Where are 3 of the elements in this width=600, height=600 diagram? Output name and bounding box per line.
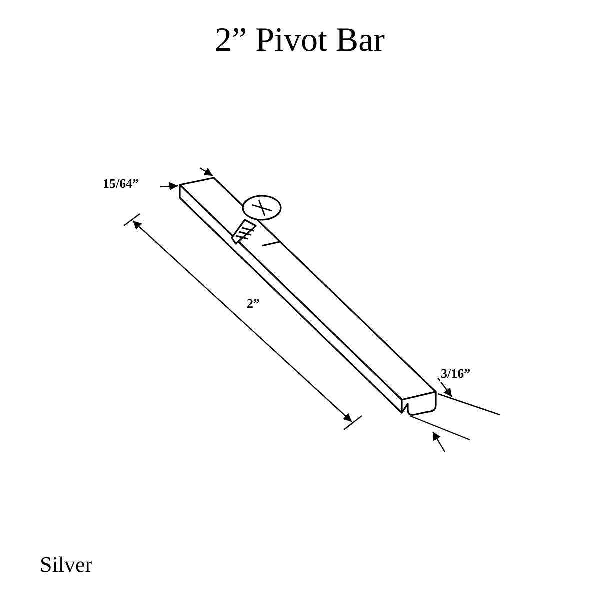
color-label: Silver (40, 552, 93, 578)
dimension-label: 3/16” (440, 366, 472, 382)
title: 2” Pivot Bar (214, 22, 386, 60)
